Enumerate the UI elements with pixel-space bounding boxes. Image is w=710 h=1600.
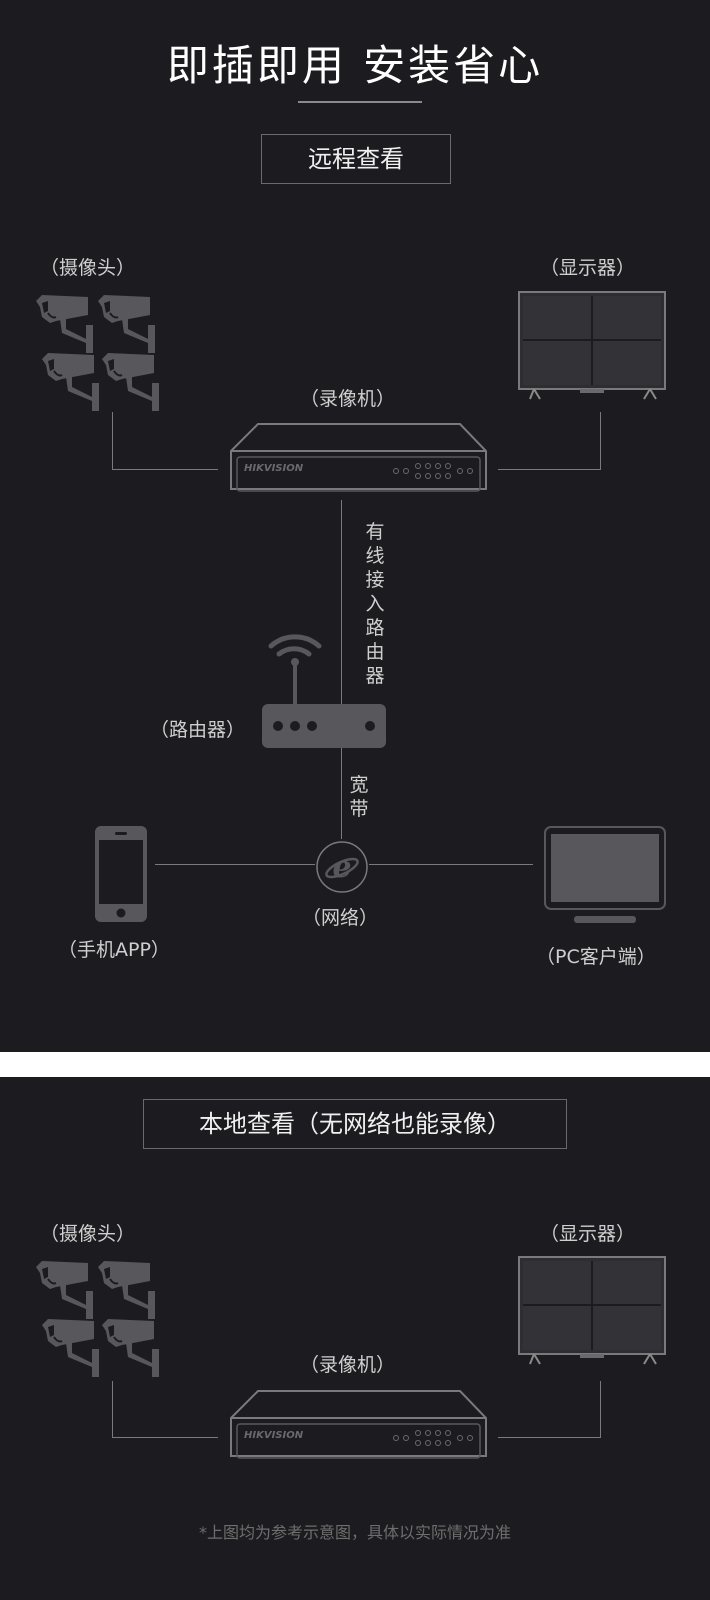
monitor-icon xyxy=(518,291,666,400)
camera-nvr-line-h xyxy=(112,469,218,470)
phone-network-line xyxy=(155,864,315,865)
remote-view-heading: 远程查看 xyxy=(261,134,451,184)
local-camera-nvr-line-v xyxy=(112,1381,113,1437)
wired-to-router-label: 有线接入路由器 xyxy=(365,521,385,687)
camera-label: （摄像头） xyxy=(40,257,136,279)
router-label: （路由器） xyxy=(150,719,246,741)
local-monitor-nvr-line-h xyxy=(498,1437,601,1438)
monitor-nvr-line-v xyxy=(600,412,601,469)
svg-text:e: e xyxy=(332,850,351,885)
pc-client-label: （PC客户端） xyxy=(536,946,656,968)
mobile-phone-icon xyxy=(95,826,147,922)
monitor-label: （显示器） xyxy=(540,257,636,279)
page-title: 即插即用 安装省心 xyxy=(166,41,544,90)
local-camera-nvr-line-h xyxy=(112,1437,218,1438)
local-nvr-label: （录像机） xyxy=(300,1354,396,1376)
broadband-label: 宽带 xyxy=(349,774,369,820)
network-label: （网络） xyxy=(302,907,379,929)
local-camera-label: （摄像头） xyxy=(40,1223,136,1245)
nvr-router-line xyxy=(341,500,342,705)
local-view-heading: 本地查看（无网络也能录像） xyxy=(143,1099,567,1149)
router-network-line xyxy=(341,748,342,839)
nvr-recorder-icon: HIKVISION xyxy=(230,423,487,492)
local-monitor-nvr-line-v xyxy=(600,1381,601,1437)
phone-app-label: （手机APP） xyxy=(58,939,170,961)
local-nvr-brand: HIKVISION xyxy=(244,1430,304,1441)
internet-icon: e xyxy=(316,841,368,893)
router-icon xyxy=(262,634,386,748)
title-underline xyxy=(298,101,422,103)
remote-view-panel: 即插即用 安装省心 远程查看 （摄像头） （显示器） （录像机） xyxy=(0,0,710,1052)
pc-monitor-icon xyxy=(544,826,666,923)
local-nvr-recorder-icon: HIKVISION xyxy=(230,1390,487,1459)
local-camera-group-icon xyxy=(35,1260,160,1378)
local-monitor-icon xyxy=(518,1256,666,1365)
network-pc-line xyxy=(369,864,533,865)
local-monitor-label: （显示器） xyxy=(540,1223,636,1245)
disclaimer-footnote: *上图均为参考示意图，具体以实际情况为准 xyxy=(198,1523,511,1542)
camera-nvr-line-v xyxy=(112,412,113,469)
monitor-nvr-line-h xyxy=(498,469,601,470)
nvr-label: （录像机） xyxy=(300,388,396,410)
nvr-brand: HIKVISION xyxy=(244,463,304,474)
camera-group-icon xyxy=(35,294,160,412)
